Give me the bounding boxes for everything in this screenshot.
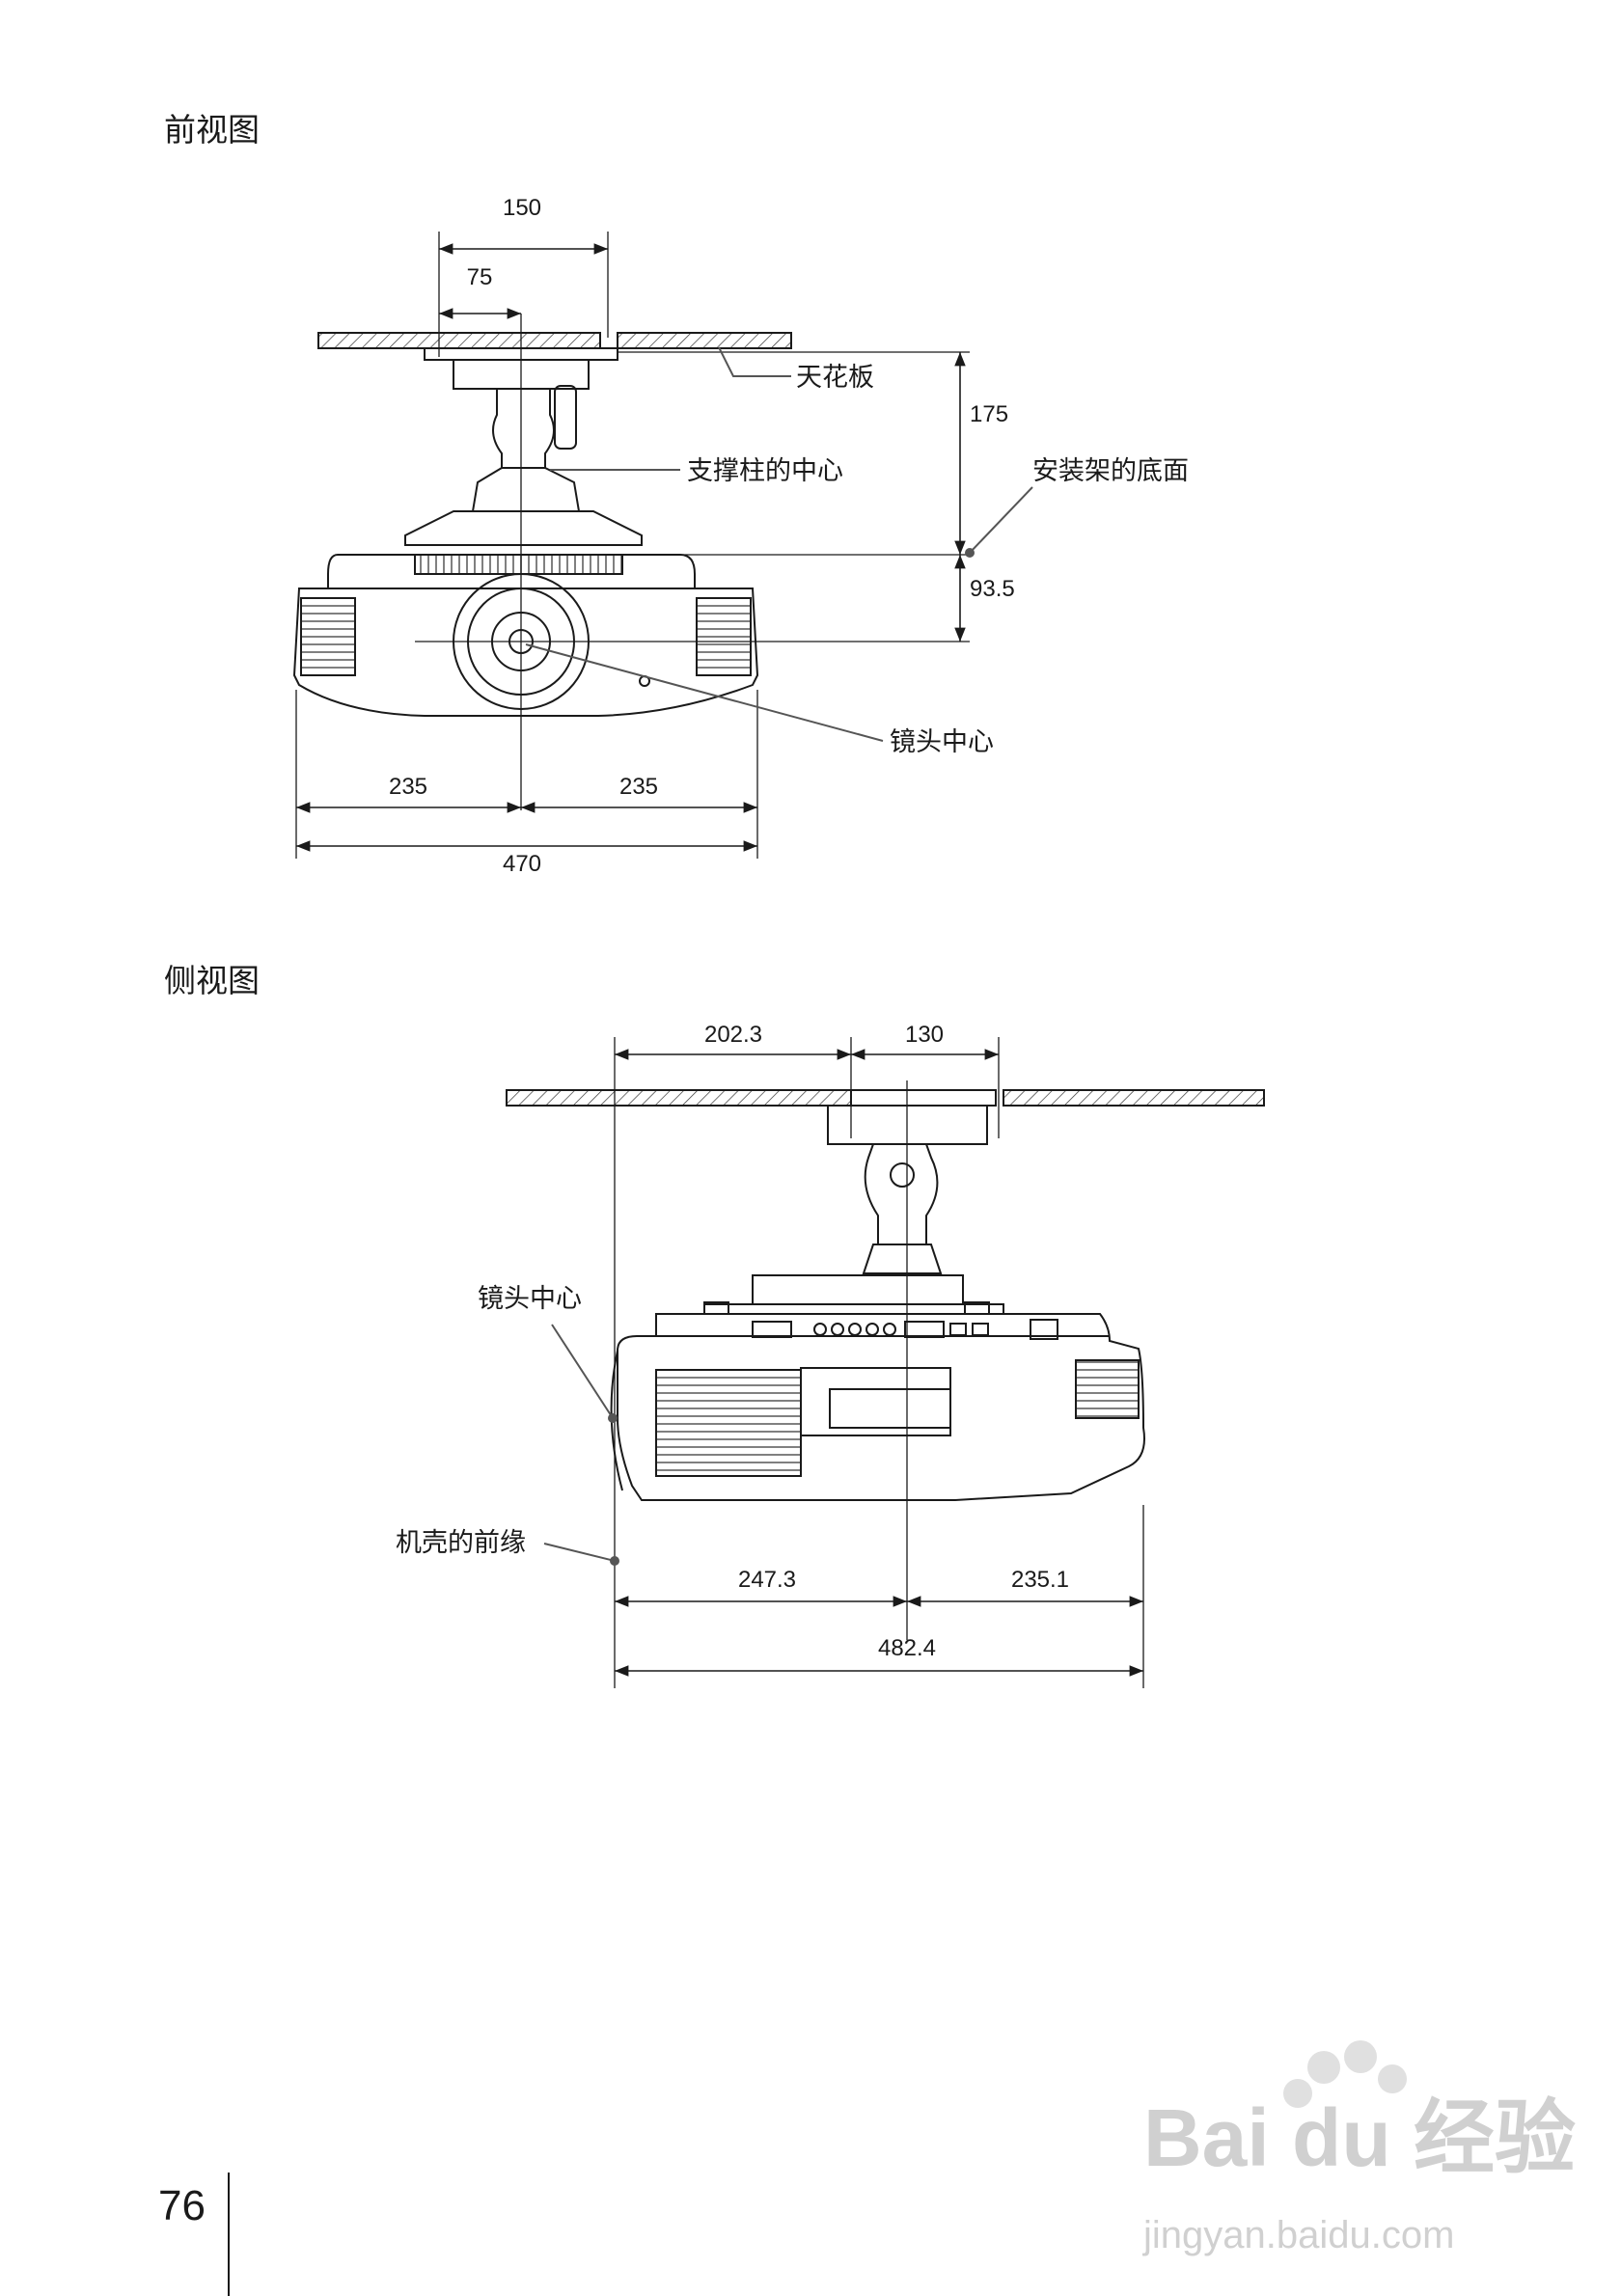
side-support-post [864,1143,939,1245]
side-lens-marker [608,1413,618,1423]
dim-247-3: 247.3 [738,1567,796,1593]
dim-482-4: 482.4 [878,1635,936,1661]
connector-3 [831,1323,844,1336]
side-panel-inner [829,1388,951,1429]
dim-175: 175 [970,401,1008,427]
dim-93-5: 93.5 [970,576,1015,602]
label-lens-center-front: 镜头中心 [890,727,994,757]
side-bracket-rail [703,1303,1004,1315]
connector-9 [972,1323,989,1336]
side-post-collar [862,1244,943,1274]
label-lens-center-side: 镜头中心 [478,1284,582,1314]
side-post-knob [890,1162,915,1188]
front-extension-lines [295,232,970,859]
support-post [492,388,555,469]
paw-icon [1283,2040,1407,2108]
side-leaders [543,1324,616,1562]
side-rear-vent [1075,1359,1140,1419]
connector-7 [904,1321,945,1338]
front-dimension-lines [296,243,966,852]
side-front-edge-marker [610,1556,619,1566]
front-ceiling [317,332,792,349]
side-view-diagram [506,1089,1265,1501]
side-dimension-lines [615,1049,1143,1677]
connector-6 [883,1323,896,1336]
connector-1 [752,1321,792,1338]
dim-150: 150 [503,195,541,221]
side-view-heading: 侧视图 [164,962,260,999]
dim-202-3: 202.3 [704,1022,762,1048]
side-front-vent [655,1369,802,1477]
top-vent [414,554,623,575]
side-ceiling [506,1089,1265,1107]
side-panel [800,1367,951,1436]
power-inlet [1030,1319,1058,1340]
side-foot-left [703,1301,729,1315]
watermark-logo: Bai du 经验 [1143,2092,1576,2183]
dim-75: 75 [467,264,493,290]
left-vent [300,597,356,676]
side-projector-body [617,1313,1145,1501]
bracket-bottom [404,510,643,546]
post-collar [471,467,581,512]
dim-235-right: 235 [619,774,658,800]
side-bracket-plate [752,1274,964,1305]
watermark-url: jingyan.baidu.com [1142,2214,1454,2256]
label-front-edge: 机壳的前缘 [396,1528,526,1558]
connector-2 [813,1323,827,1336]
post-knob [554,385,577,450]
baidu-watermark: Bai du 经验 jingyan.baidu.com [1142,2040,1576,2256]
label-post-center: 支撑柱的中心 [687,456,843,486]
dim-235-left: 235 [389,774,427,800]
right-vent [696,597,752,676]
page-number: 76 [158,2182,206,2229]
front-view-diagram [292,332,792,717]
side-foot-right [964,1301,990,1315]
projector-body [292,588,759,717]
label-ceiling: 天花板 [796,363,874,393]
dim-235-1: 235.1 [1011,1567,1069,1593]
page-number-divider [228,2173,230,2296]
label-bracket-bottom: 安装架的底面 [1032,456,1189,486]
dim-470: 470 [503,851,541,877]
front-leaders [525,346,1033,742]
connector-5 [865,1323,879,1336]
connector-4 [848,1323,862,1336]
bracket-bottom-marker [965,548,975,558]
connector-8 [949,1323,967,1336]
front-view-heading: 前视图 [164,111,260,149]
dim-130: 130 [905,1022,944,1048]
